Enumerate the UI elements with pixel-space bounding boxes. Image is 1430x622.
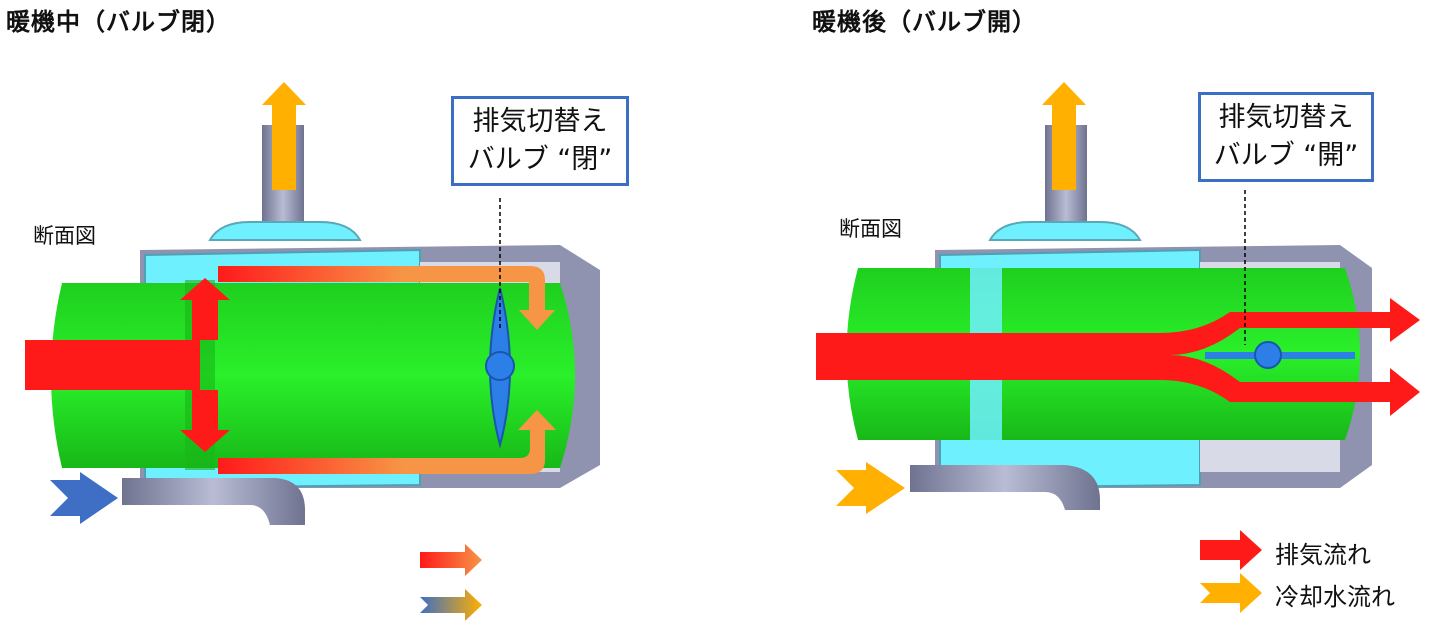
legend-coolant-label: 冷却水流れ [1275,577,1395,612]
right-valve-hub [1255,342,1281,368]
left-valve-hub [486,352,514,380]
right-bottom-pipe [910,465,1100,510]
left-callout-line1: 排気切替え [464,103,616,141]
orange-arrow-icon [1200,573,1262,613]
left-legend-exhaust-arrow [420,544,482,576]
left-top-cap [210,222,360,240]
left-coolant-in-arrow [50,472,118,524]
left-callout-line2: バルブ “閉” [464,141,616,179]
red-arrow-icon [1200,530,1262,570]
left-valve-callout: 排気切替え バルブ “閉” [451,96,629,186]
left-bottom-pipe [122,478,305,525]
legend-exhaust-label: 排気流れ [1275,535,1371,570]
left-legend-coolant-arrow [420,589,482,621]
right-callout-line1: 排気切替え [1211,99,1361,137]
right-coolant-in-arrow [836,462,905,514]
right-callout-line2: バルブ “開” [1211,137,1361,175]
right-valve-callout: 排気切替え バルブ “開” [1198,92,1374,182]
right-top-cap [990,222,1140,240]
